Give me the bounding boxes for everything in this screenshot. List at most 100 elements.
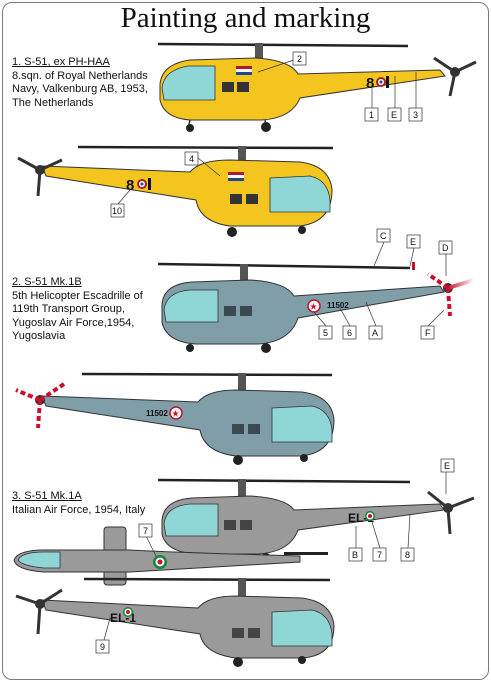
callout-label: 4 (189, 154, 194, 164)
callout-label: 7 (143, 526, 148, 536)
cabin-window (240, 306, 252, 316)
callout-box (110, 203, 125, 218)
helicopter-italian-right-side: EL-1 (157, 478, 475, 563)
scheme-1-heading: 1. S-51, ex PH-HAA (12, 56, 110, 68)
main-rotor-blade (157, 478, 411, 484)
cockpit-glazing (161, 65, 216, 101)
callout-label: C (380, 231, 387, 241)
rotor-mast (238, 578, 246, 598)
rotor-mast (238, 146, 246, 164)
wheel (300, 454, 308, 462)
callout-label: B (352, 550, 358, 560)
callout-box (400, 547, 415, 562)
callout-box (364, 107, 379, 122)
scheme-3-description: 3. S-51 Mk.1A Italian Air Force, 1954, I… (12, 490, 145, 517)
cabin-window (230, 194, 242, 204)
roundel (169, 406, 183, 420)
cabin-window (248, 628, 260, 638)
fuselage (161, 279, 445, 345)
callout-box (406, 234, 421, 249)
fuselage (41, 595, 335, 659)
fuselage (159, 57, 446, 121)
callout-label: A (372, 328, 378, 338)
callout-label: 10 (112, 206, 122, 216)
callout-box (292, 51, 307, 66)
cabin-window (232, 628, 244, 638)
callout-box (95, 639, 110, 654)
rotor-mast (255, 43, 263, 63)
wheel (233, 657, 243, 667)
scheme-3-line-1: Italian Air Force, 1954, Italy (12, 503, 146, 516)
callout-box (440, 458, 455, 473)
scheme-2-line-3: Yugoslav Air Force,1954, (12, 316, 135, 329)
wheel (261, 122, 271, 132)
serial-number: 8 (366, 75, 374, 92)
callout-box (376, 228, 391, 243)
main-rotor-blade (157, 42, 409, 48)
scheme-1-line-2: Navy, Valkenburg AB, 1953, (12, 83, 148, 95)
wheel (233, 455, 243, 465)
callout-label: 9 (100, 642, 105, 652)
serial-number: 11502 (327, 301, 349, 310)
svg-text:★: ★ (172, 410, 180, 420)
cabin-window (248, 424, 260, 434)
cockpit-glazing (163, 289, 219, 323)
callout-label: 1 (369, 110, 374, 120)
callout-labels: 2 1 E 3 4 10 C E D 5 6 A F E 7 B 7 8 9 (100, 54, 450, 652)
callout-box (342, 325, 357, 340)
scheme-2-description: 2. S-51 Mk.1B 5th Helicopter Escadrille … (12, 276, 143, 344)
callout-box (387, 107, 402, 122)
callout-label: E (444, 461, 450, 471)
callout-label: E (391, 110, 397, 120)
callout-label: 5 (323, 328, 328, 338)
cockpit-glazing (269, 175, 331, 213)
cabin-window (222, 82, 234, 92)
scheme-1-description: 1. S-51, ex PH-HAA 8.sqn. of Royal Nethe… (12, 56, 148, 110)
callout-label: 7 (377, 550, 382, 560)
scheme-2-heading: 2. S-51 Mk.1B (12, 276, 82, 288)
cockpit-glazing (271, 609, 333, 647)
scheme-2-line-1: 5th Helicopter Escadrille of (12, 289, 143, 302)
callouts (95, 51, 455, 654)
callout-box (420, 325, 435, 340)
wheel (186, 124, 194, 132)
helicopter-dutch-right-side: 8 (157, 42, 477, 132)
callout-box (184, 151, 199, 166)
svg-text:★: ★ (310, 303, 318, 313)
wheel (261, 343, 271, 353)
helicopter-yugoslav-left-side: 11502 ★ (15, 372, 335, 465)
cabin-window (237, 82, 249, 92)
main-rotor-blade (157, 262, 411, 270)
wheel (298, 656, 306, 664)
serial-number: 8 (126, 177, 134, 194)
fuselage (41, 159, 333, 227)
cockpit-glazing (17, 551, 61, 569)
wheel (227, 227, 237, 237)
scheme-1-line-3: The Netherlands (12, 96, 94, 109)
rotor-mast (238, 373, 246, 393)
helicopter-yugoslav-right-side: ★ 11502 (157, 262, 475, 353)
callout-label: 3 (413, 110, 418, 120)
page-title: Painting and marking (120, 2, 371, 34)
fuselage (41, 389, 335, 457)
cabin-window (224, 306, 236, 316)
main-rotor-blade (83, 577, 331, 582)
callout-box (138, 523, 153, 538)
cabin-window (224, 520, 236, 530)
callout-box (368, 325, 383, 340)
scheme-2-line-4: Yugoslavia (12, 330, 66, 342)
serial-number: 11502 (146, 409, 168, 418)
scheme-3-heading: 3. S-51 Mk.1A (12, 490, 82, 502)
helicopter-italian-top-view (13, 526, 328, 586)
callout-label: D (442, 243, 449, 253)
rotor-mast (238, 479, 246, 499)
main-rotor-blade (77, 145, 334, 150)
wheel (298, 226, 306, 234)
scheme-1-line-1: 8.sqn. of Royal Netherlands (12, 69, 148, 82)
callout-box (318, 325, 333, 340)
callout-label: F (425, 328, 431, 338)
callout-label: E (410, 237, 416, 247)
helicopter-italian-left-side: EL-1 (15, 577, 335, 667)
cabin-window (232, 424, 244, 434)
